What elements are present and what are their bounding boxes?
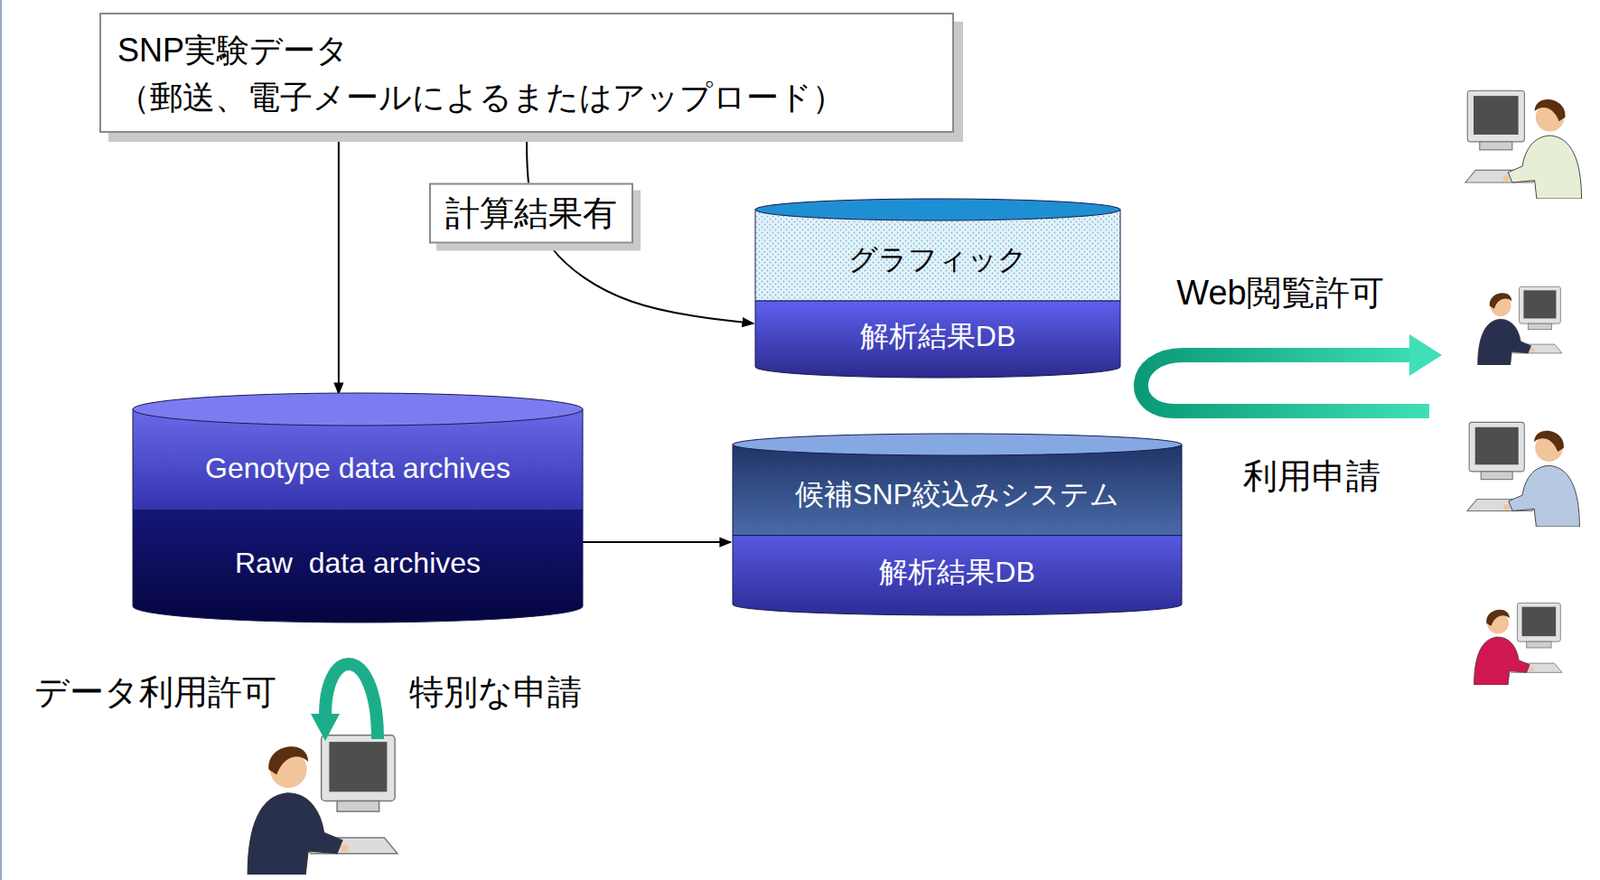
connector-arrow: [582, 541, 731, 543]
cylinder-shape: [132, 392, 583, 623]
user-icon: [1478, 286, 1563, 365]
flow-label: データ利用許可: [34, 669, 277, 716]
node-heading: SNP実験データ: [117, 27, 936, 75]
flow-label: Web閲覧許可: [1176, 270, 1384, 317]
edge-rule: [0, 0, 2, 880]
user-icon: [1465, 91, 1582, 199]
node-heading: Genotype data archives: [132, 450, 583, 485]
request-loop-arrow: [1141, 355, 1430, 412]
permission-loop-arrow: [325, 664, 378, 740]
node-text: （郵送、電子メールによるまたはアップロード）: [117, 74, 936, 122]
cylinder-top: [732, 433, 1182, 456]
user-icon: [247, 735, 398, 875]
flow-label: 利用申請: [1243, 453, 1381, 500]
node-text: Raw data archives: [132, 546, 583, 581]
database-cylinder: Genotype data archivesRaw data archives: [132, 392, 583, 623]
edge-label: 計算結果有: [429, 183, 634, 244]
cylinder-band: [732, 535, 1182, 616]
node-text: 解析結果DB: [755, 317, 1121, 357]
input-box: SNP実験データ（郵送、電子メールによるまたはアップロード）: [99, 12, 955, 133]
cylinder-band: [732, 444, 1182, 536]
arrow-head: [310, 713, 340, 741]
arrow-head: [1409, 334, 1442, 376]
cylinder-band: [755, 209, 1121, 301]
database-cylinder: 候補SNP絞込みシステム解析結果DB: [732, 433, 1182, 616]
node-text: 解析結果DB: [732, 552, 1182, 593]
cylinder-band: [132, 510, 583, 623]
database-cylinder: グラフィック解析結果DB: [755, 198, 1121, 378]
cylinder-top: [132, 392, 583, 426]
connector-arrow: [337, 132, 340, 394]
node-heading: グラフィック: [755, 240, 1121, 281]
user-icon: [1474, 602, 1563, 685]
flow-label: 特別な申請: [409, 669, 582, 716]
user-icon: [1467, 421, 1580, 527]
cylinder-top: [755, 198, 1121, 221]
cylinder-band: [755, 300, 1121, 378]
node-heading: 候補SNP絞込みシステム: [732, 475, 1182, 515]
